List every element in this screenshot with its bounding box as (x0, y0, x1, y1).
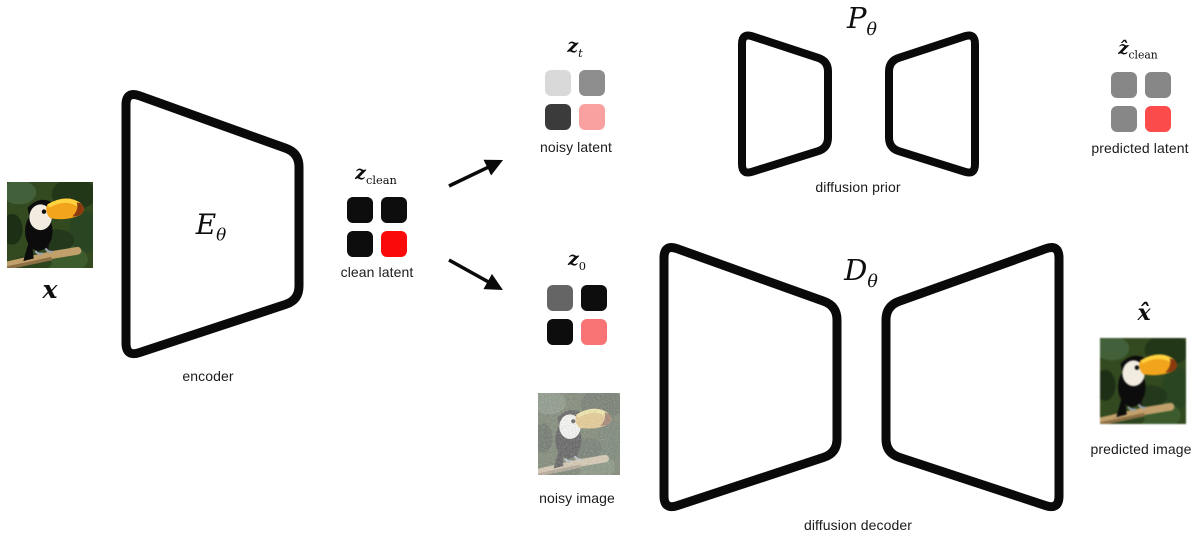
latent-cell (347, 197, 373, 223)
encoder-trapezoid (121, 90, 304, 359)
prior-caption: diffusion prior (815, 179, 901, 195)
noisy-image-caption: noisy image (539, 490, 615, 506)
latent-cell (581, 319, 607, 345)
latent-cell (347, 231, 373, 257)
encoder-math-label: Eθ (195, 208, 227, 245)
latent-cell (579, 70, 605, 96)
predicted-latent-caption: predicted latent (1091, 140, 1189, 156)
clean-latent-caption: clean latent (340, 264, 414, 280)
decoder-caption: diffusion decoder (803, 517, 913, 533)
decoder-math-label: Dθ (844, 253, 878, 292)
latent-cell (1111, 106, 1137, 132)
latent-cell (547, 319, 573, 345)
clean-latent-math-label: zclean (355, 162, 397, 187)
latent-cell (579, 104, 605, 130)
toucan-illustration-icon (7, 182, 93, 268)
decoder-right-trapezoid (881, 243, 1064, 512)
noisy-latent-caption: noisy latent (539, 139, 613, 155)
latent-cell (1145, 106, 1171, 132)
predicted-latent-math-label: ẑclean (1118, 38, 1158, 62)
input-toucan-image (7, 182, 93, 268)
input-math-label: x (42, 275, 58, 304)
latent-cell (545, 104, 571, 130)
predicted-image-math-label: x̂ (1137, 300, 1151, 326)
arrow-to-noisy-image-icon (448, 258, 503, 291)
predicted-toucan-image (1100, 338, 1186, 424)
decoder-left-trapezoid (659, 243, 842, 512)
encoder-caption: encoder (182, 368, 234, 384)
prior-math-label: Pθ (847, 1, 877, 40)
noisy-latent-grid (545, 70, 605, 130)
latent-cell (381, 231, 407, 257)
prior-left-trapezoid (738, 31, 832, 177)
noisy-toucan-image (538, 393, 620, 475)
predicted-image-caption: predicted image (1090, 441, 1192, 457)
arrow-to-noisy-latent-icon (448, 159, 504, 188)
latent-cell (1111, 72, 1137, 98)
latent-cell (1145, 72, 1171, 98)
clean-latent-grid (347, 197, 407, 257)
predicted-latent-grid (1111, 72, 1171, 132)
latent-cell (381, 197, 407, 223)
predicted-toucan-illustration-icon (1100, 338, 1186, 424)
z0-latent-grid (547, 285, 607, 345)
prior-right-trapezoid (885, 31, 979, 177)
noisy-latent-math-label: zt (567, 35, 583, 60)
latent-cell (545, 70, 571, 96)
latent-cell (547, 285, 573, 311)
latent-cell (581, 285, 607, 311)
noisy-toucan-illustration-icon (538, 393, 620, 475)
z0-math-label: z0 (567, 248, 587, 273)
